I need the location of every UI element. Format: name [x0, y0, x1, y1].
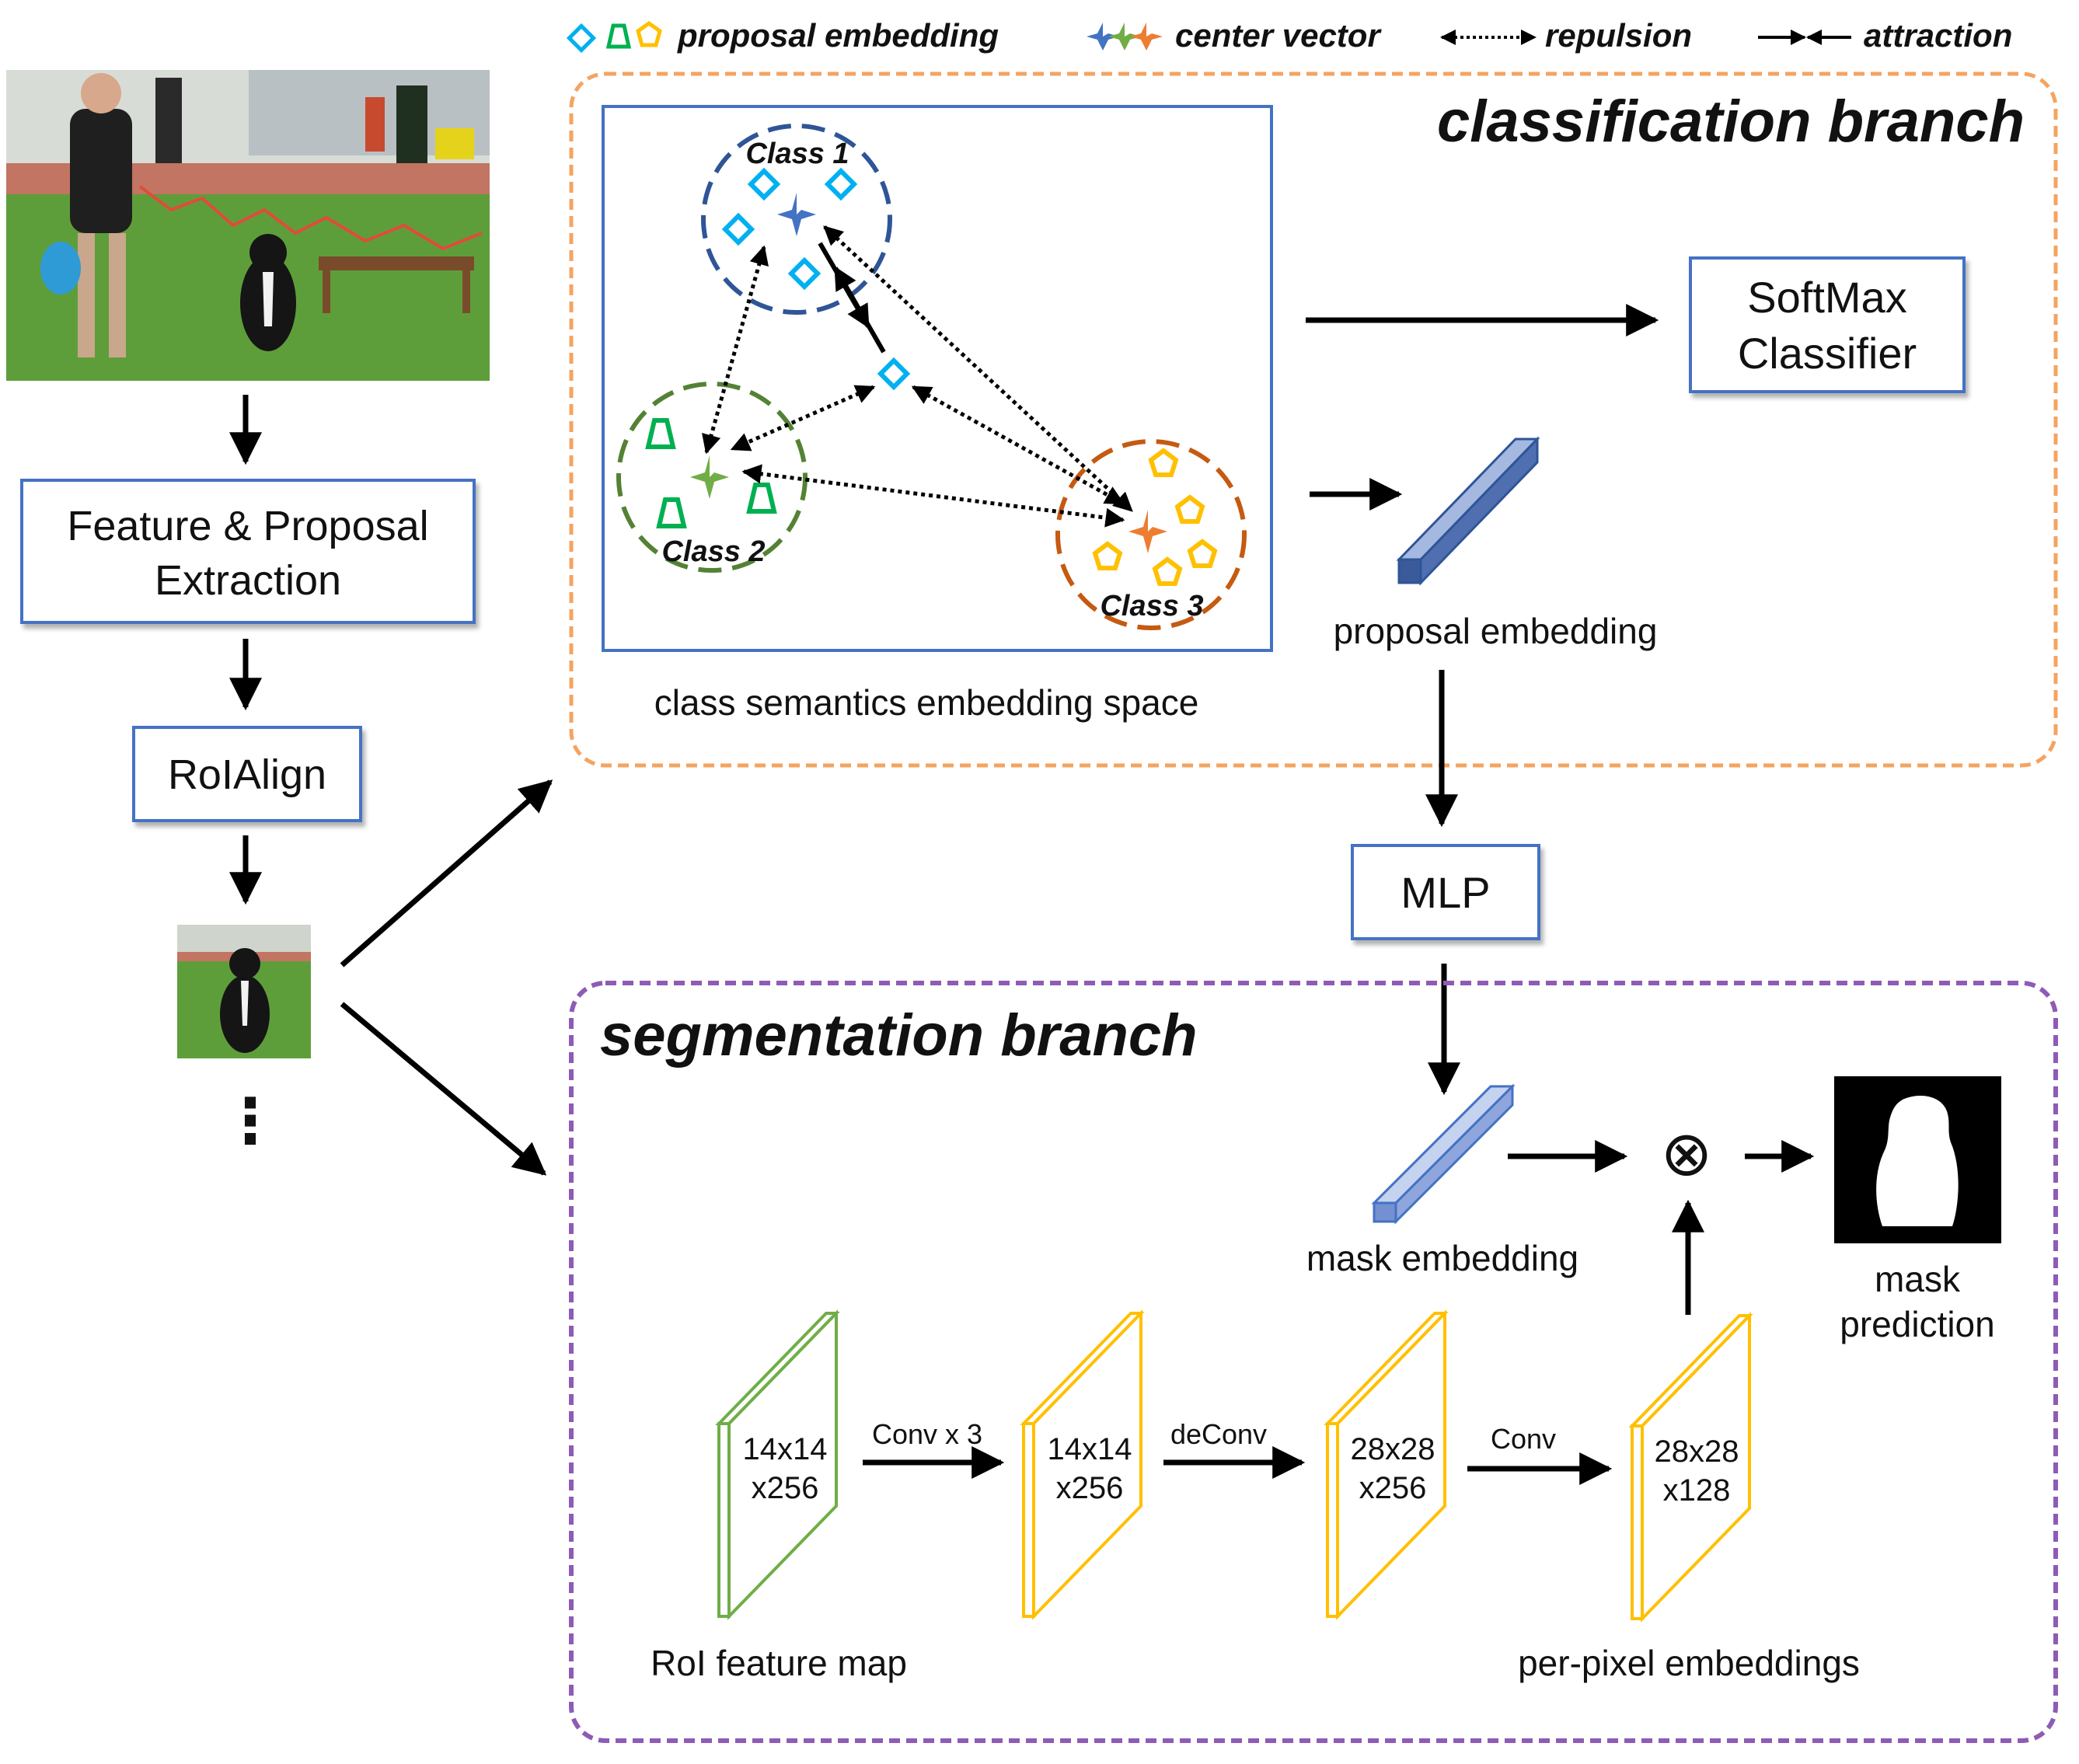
pentagon-icon — [1092, 541, 1123, 570]
pentagon-icon — [1152, 556, 1183, 586]
green-star-icon — [1108, 23, 1141, 51]
feature-map-3-box — [1324, 1309, 1449, 1620]
roialign-label: RoIAlign — [168, 751, 326, 798]
repulsion-arrows — [702, 225, 1133, 528]
legend-center-vector: center vector — [1175, 17, 1382, 54]
mlp-box — [1351, 844, 1540, 940]
mask-prediction-label-1: mask — [1875, 1259, 1961, 1299]
blue-star-icon — [1087, 23, 1119, 51]
map2-dims-1: 14x14 — [1048, 1432, 1132, 1466]
class1-cluster — [701, 124, 892, 315]
pentagon-icon — [636, 20, 662, 47]
diamond-icon — [721, 212, 755, 246]
segmentation-branch-box — [569, 981, 2058, 1743]
repulsion-p-c3 — [911, 385, 1125, 506]
segmentation-title: segmentation branch — [600, 1002, 1198, 1069]
arrow-to-segmentation — [340, 1002, 547, 1176]
map4-dims-1: 28x28 — [1655, 1435, 1739, 1469]
proposal-embedding-label: proposal embedding — [1334, 611, 1658, 651]
input-image — [6, 70, 490, 381]
map4-dims-2: x128 — [1663, 1473, 1731, 1508]
pentagon-icon — [1148, 448, 1179, 477]
op-conv-label: Conv — [1491, 1423, 1556, 1455]
feature-extraction-label-2: Extraction — [155, 557, 341, 604]
class1-center-star-icon — [777, 193, 816, 236]
legend-repulsion: repulsion — [1545, 17, 1692, 54]
feature-map-2-box — [1020, 1309, 1145, 1620]
roi-feature-map-box — [715, 1309, 840, 1620]
feature-map-4-box — [1628, 1312, 1753, 1623]
roi-feature-map-label: RoI feature map — [651, 1643, 907, 1683]
trapezoid-icon — [645, 418, 676, 449]
mask-embedding-label: mask embedding — [1306, 1238, 1578, 1278]
classification-title: classification branch — [1437, 89, 2025, 155]
embedding-space-label: class semantics embedding space — [654, 682, 1199, 723]
ellipsis: ⋮ — [219, 1086, 281, 1156]
map3-dims-2: x256 — [1359, 1471, 1427, 1505]
class3-cluster — [1055, 439, 1247, 630]
legend-attraction: attraction — [1864, 17, 2012, 54]
map3-dims-1: 28x28 — [1351, 1432, 1435, 1466]
mask-embedding-bar — [1371, 1083, 1516, 1225]
diamond-icon — [747, 167, 781, 201]
class3-label: Class 3 — [1100, 590, 1203, 622]
map2-dims-2: x256 — [1056, 1471, 1124, 1505]
diamond-icon — [787, 256, 821, 291]
attraction-c1-p — [818, 242, 870, 329]
feature-extraction-label-1: Feature & Proposal — [67, 503, 428, 549]
class1-label: Class 1 — [745, 138, 849, 170]
diamond-icon — [566, 23, 597, 54]
proposal-embedding-bar — [1396, 436, 1540, 586]
mask-prediction-label-2: prediction — [1840, 1304, 1994, 1344]
class2-label: Class 2 — [661, 535, 765, 568]
trapezoid-icon — [605, 23, 632, 49]
roialign-box — [132, 726, 362, 822]
legend-proposal-embedding: proposal embedding — [677, 17, 999, 54]
class2-center-star-icon — [690, 455, 729, 499]
roi-crop-image — [177, 925, 311, 1058]
softmax-label-1: SoftMax — [1747, 273, 1906, 322]
class3-center-star-icon — [1128, 510, 1167, 553]
product-operator-icon: ⊗ — [1660, 1119, 1712, 1188]
softmax-label-2: Classifier — [1738, 329, 1917, 378]
mlp-label: MLP — [1401, 868, 1490, 917]
pentagon-icon — [1174, 494, 1205, 524]
feature-extraction-box — [20, 479, 476, 624]
legend: proposal embedding center vector repulsi… — [566, 17, 2012, 54]
diamond-icon — [824, 167, 858, 201]
mask-prediction-image — [1834, 1076, 2001, 1243]
arrow-to-classification — [340, 779, 553, 967]
map1-dims-2: x256 — [752, 1471, 819, 1505]
repulsion-c2-c3 — [741, 464, 1125, 528]
class3-pentagons — [1092, 448, 1218, 586]
pentagon-icon — [1187, 539, 1218, 568]
op-conv3-label: Conv x 3 — [872, 1418, 982, 1450]
repulsion-p-c2 — [730, 385, 876, 451]
classification-branch-box — [569, 71, 2058, 768]
softmax-box — [1689, 256, 1966, 393]
op-deconv-label: deConv — [1170, 1418, 1267, 1450]
map1-dims-1: 14x14 — [743, 1432, 828, 1466]
orange-star-icon — [1130, 23, 1163, 51]
per-pixel-embeddings-label: per-pixel embeddings — [1518, 1643, 1860, 1683]
trapezoid-icon — [656, 497, 687, 528]
